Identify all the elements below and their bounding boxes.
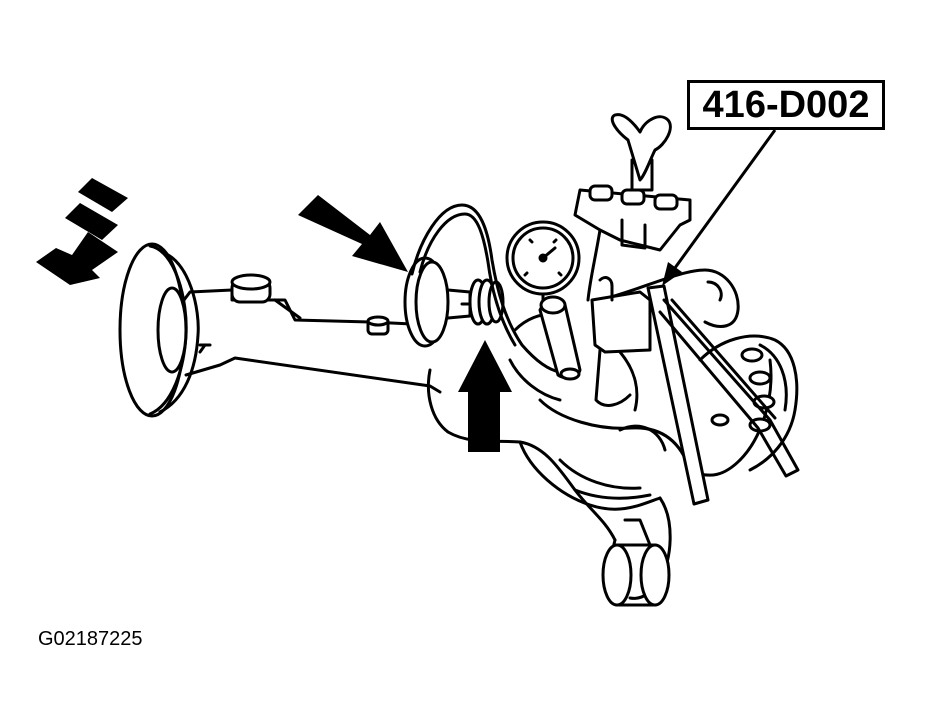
pinion-yoke [601, 518, 671, 607]
pressure-gauge [505, 220, 581, 312]
gauge-valve [538, 295, 582, 381]
callout-leader-line [670, 129, 777, 273]
breather-cap [230, 273, 272, 304]
pressure-hose [410, 203, 562, 374]
motion-stripe-1 [78, 178, 128, 212]
motion-arrow-left [36, 232, 118, 285]
tube-plug [366, 315, 390, 336]
regulator-block [590, 276, 652, 412]
carrier-bolts [710, 347, 776, 433]
tool-strap [646, 284, 800, 506]
tool-number-callout: 416-D002 [687, 80, 885, 130]
motion-stripe-2 [65, 203, 118, 240]
axle-flange [118, 242, 200, 418]
callout-leader-arrowhead [662, 262, 682, 286]
figure-code: G02187225 [38, 628, 143, 650]
holding-fixture [573, 113, 692, 302]
arrow-to-adapter [298, 195, 408, 272]
adapter-plate [403, 256, 472, 348]
tool-number-label: 416-D002 [702, 83, 870, 126]
arrow-to-coil [458, 340, 512, 452]
axle-tube [182, 288, 442, 394]
